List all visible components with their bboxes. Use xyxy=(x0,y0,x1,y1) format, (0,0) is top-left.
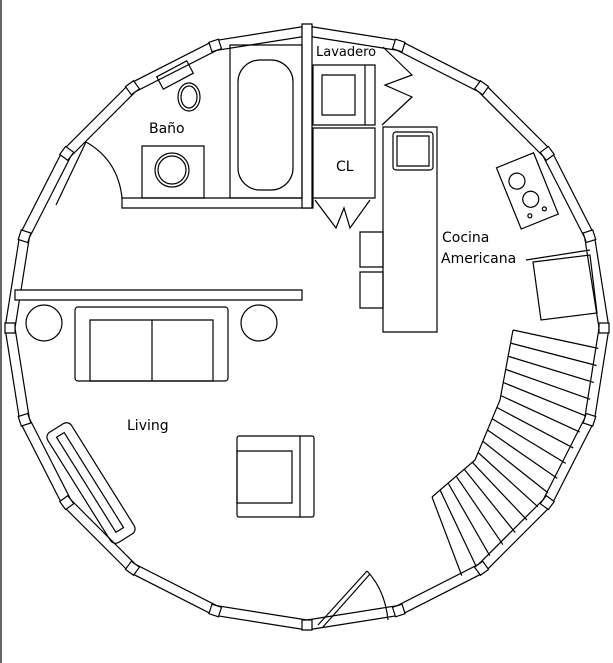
laundry xyxy=(313,47,412,228)
room-label-bano: Baño xyxy=(149,121,185,137)
wall-post xyxy=(209,604,222,617)
wall-post xyxy=(475,81,489,95)
washer-lid xyxy=(322,75,355,115)
wall-post xyxy=(60,496,74,510)
stair-tread xyxy=(448,483,490,556)
wall-post xyxy=(583,230,596,243)
sink-basin xyxy=(155,153,189,187)
refrigerator xyxy=(533,255,597,320)
living-room xyxy=(15,290,314,546)
wall-post xyxy=(475,561,489,575)
bathroom-door-swing xyxy=(86,142,122,198)
stair-tread xyxy=(492,419,566,464)
fireplace xyxy=(45,420,138,545)
staircase xyxy=(432,330,598,576)
wall-post xyxy=(540,146,554,160)
room-label-cocina: Cocina xyxy=(442,230,489,246)
bathroom-wall xyxy=(122,198,313,208)
bathroom xyxy=(56,24,313,208)
toilet-bowl xyxy=(178,83,200,111)
stair-tread xyxy=(483,441,548,493)
toilet-bowl-inner xyxy=(181,86,197,108)
stair-tread xyxy=(488,430,558,478)
room-label-closet: CL xyxy=(336,159,354,175)
room-label-americana: Americana xyxy=(441,251,516,267)
room-label-living: Living xyxy=(127,418,169,434)
side-table xyxy=(241,305,277,341)
wall-post xyxy=(540,496,554,510)
kitchen xyxy=(360,127,597,332)
knob xyxy=(542,206,547,211)
wall-post xyxy=(302,620,312,630)
wall-post xyxy=(392,604,405,617)
kitchen-sink-inner xyxy=(397,136,429,166)
wall-post xyxy=(392,39,405,52)
wall-post xyxy=(209,39,222,52)
armchair-seat xyxy=(237,451,292,503)
wall-post xyxy=(60,146,74,160)
washer xyxy=(313,65,375,125)
stool xyxy=(360,272,383,308)
stair-tread xyxy=(432,497,462,576)
bathtub xyxy=(230,45,302,198)
wall-post xyxy=(125,561,139,575)
stair-inner-edge xyxy=(432,330,513,497)
kitchen-sink xyxy=(393,132,433,170)
burner xyxy=(520,189,541,210)
wall-post xyxy=(599,323,609,333)
toilet-tank xyxy=(157,61,194,89)
wall-post xyxy=(5,323,15,333)
entry-door xyxy=(318,571,388,628)
exterior-wall xyxy=(5,26,609,630)
partition-wall xyxy=(302,24,312,208)
wall-post xyxy=(125,81,139,95)
stair-tread xyxy=(508,356,594,382)
stair-tread xyxy=(506,369,590,399)
sink-basin-inner xyxy=(158,156,186,184)
stove xyxy=(496,153,558,229)
stair-tread xyxy=(497,408,573,448)
wall-post xyxy=(18,230,31,243)
armchair xyxy=(237,436,314,517)
stair-tread xyxy=(472,462,527,520)
vanity xyxy=(142,146,204,198)
bathtub-basin xyxy=(238,60,293,190)
stair-tread xyxy=(501,396,580,432)
shelf xyxy=(15,290,302,300)
room-label-lavadero: Lavadero xyxy=(316,45,376,60)
closet-folding-door xyxy=(315,200,370,228)
stair-tread xyxy=(464,469,515,532)
side-table xyxy=(26,305,62,341)
entry-door-swing xyxy=(367,571,388,620)
stair-tread xyxy=(440,490,476,566)
wall-post xyxy=(18,413,31,426)
stair-tread xyxy=(456,476,503,544)
knob xyxy=(527,213,532,218)
bathroom-door xyxy=(56,142,86,205)
kitchen-island xyxy=(383,127,437,332)
stair-tread xyxy=(513,330,598,348)
stool xyxy=(360,232,383,267)
burner xyxy=(507,171,528,192)
wall-post xyxy=(583,413,596,426)
refrigerator-door xyxy=(526,250,590,260)
laundry-folding-door xyxy=(382,47,412,125)
closet xyxy=(313,128,375,198)
stair-tread xyxy=(503,383,585,416)
stair-tread xyxy=(511,343,597,365)
stair-tread xyxy=(478,453,538,507)
